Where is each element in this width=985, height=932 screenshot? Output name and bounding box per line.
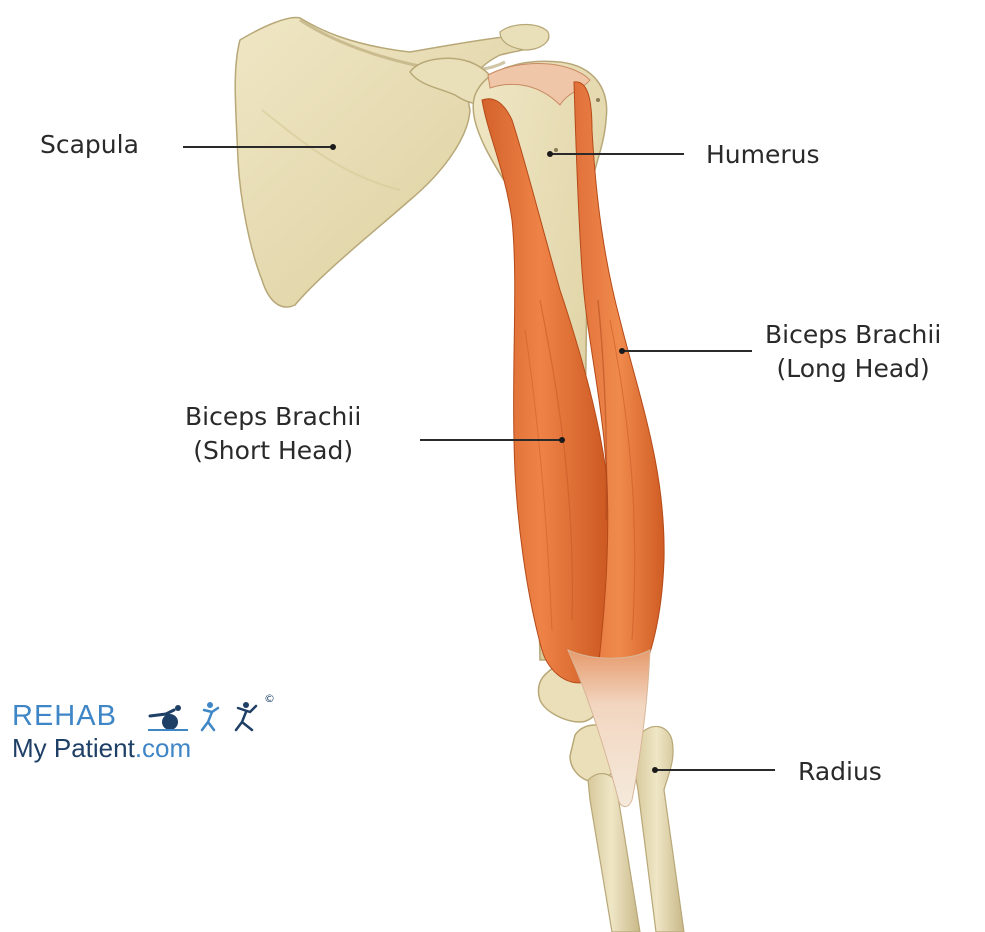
logo-rehab-text: REHAB (12, 700, 117, 732)
logo-dot-com-text: .com (135, 733, 191, 763)
scapula-pointer-dot (330, 144, 336, 150)
radius-pointer-dot (652, 767, 658, 773)
radius-label: Radius (798, 755, 882, 789)
humerus-pointer-dot (547, 151, 553, 157)
logo-line-two: My Patient.com (12, 733, 191, 763)
radius-leader-line (655, 769, 775, 771)
biceps-short-head-label: Biceps Brachii (Short Head) (185, 400, 361, 468)
humerus-leader-line (550, 153, 684, 155)
biceps-long-head-pointer-dot (619, 348, 625, 354)
biceps-short-head-leader-line (420, 439, 562, 441)
biceps-short-head-label-line2: (Short Head) (185, 434, 361, 468)
exercise-figures-icon (144, 700, 264, 734)
biceps-short-head-label-line1: Biceps Brachii (185, 400, 361, 434)
rehab-my-patient-logo: REHAB © My Patient.com (12, 700, 282, 780)
scapula-label: Scapula (40, 128, 139, 162)
biceps-long-head-leader-line (622, 350, 752, 352)
scapula-leader-line (183, 146, 333, 148)
logo-copyright-mark: © (264, 692, 275, 705)
humerus-label: Humerus (706, 138, 820, 172)
biceps-long-head-label: Biceps Brachii (Long Head) (765, 318, 941, 386)
logo-my-patient-text: My Patient (12, 733, 135, 763)
biceps-long-head-label-line2: (Long Head) (765, 352, 941, 386)
biceps-long-head-label-line1: Biceps Brachii (765, 318, 941, 352)
biceps-short-head-pointer-dot (559, 437, 565, 443)
